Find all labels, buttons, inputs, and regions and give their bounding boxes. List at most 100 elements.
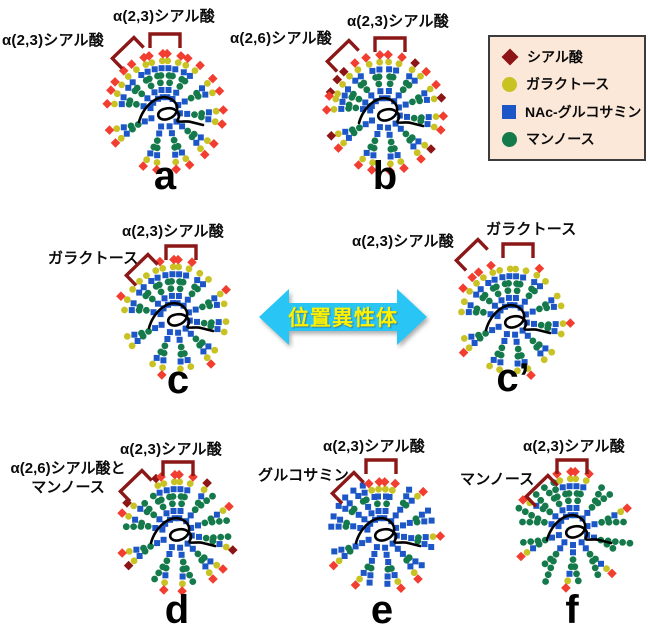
nac-glucosamine-unit: [345, 86, 351, 93]
bracket-f-top: [555, 458, 589, 474]
galactose-unit: [339, 81, 346, 88]
mannose-unit: [356, 124, 363, 132]
mannose-unit: [612, 518, 620, 526]
mannose-unit: [166, 79, 173, 87]
nac-glucosamine-unit: [367, 572, 374, 579]
mannose-unit: [552, 486, 559, 494]
nac-glucosamine-unit: [383, 551, 390, 558]
nac-glucosamine-unit: [153, 354, 160, 361]
nac-glucosamine-unit: [166, 329, 173, 336]
galactose-unit: [143, 272, 150, 279]
nac-glucosamine-unit: [140, 103, 147, 110]
nac-glucosamine-unit: [342, 505, 349, 512]
alpha23-sialic-acid-unit: [224, 501, 234, 512]
nac-glucosamine-unit: [154, 152, 161, 159]
sialic-acid-icon: [501, 48, 519, 66]
nac-glucosamine-unit: [185, 309, 192, 316]
mannose-unit: [481, 291, 489, 299]
nac-glucosamine-unit: [512, 295, 519, 301]
mannose-unit: [574, 497, 581, 505]
nac-glucosamine-unit: [494, 313, 501, 320]
nac-glucosamine-unit: [385, 124, 392, 131]
nac-glucosamine-unit: [198, 493, 205, 500]
galactose-unit: [394, 578, 402, 585]
mannose-unit: [409, 98, 416, 106]
nac-glucosamine-unit: [513, 273, 520, 280]
nac-glucosamine-unit: [148, 278, 155, 284]
nac-glucosamine-unit: [531, 320, 537, 327]
nac-glucosamine-unit: [173, 89, 180, 96]
alpha23-sialic-acid-unit: [102, 99, 112, 109]
nac-glucosamine-unit: [368, 92, 375, 99]
nac-glucosamine-unit: [352, 543, 359, 550]
nac-glucosamine-unit: [176, 271, 183, 278]
nac-glucosamine-unit: [598, 560, 604, 567]
galactose-unit: [219, 507, 227, 514]
mannose-unit: [198, 556, 206, 564]
galactose-unit: [346, 72, 353, 80]
galactose-unit: [169, 263, 177, 271]
nac-glucosamine-unit: [199, 85, 205, 92]
galactose-unit: [111, 100, 118, 108]
mannose-unit: [145, 505, 153, 513]
galactose-unit: [332, 95, 340, 103]
nac-glucosamine-unit: [566, 505, 573, 511]
nac-glucosamine-unit: [471, 340, 478, 346]
galactose-unit: [382, 485, 389, 493]
galactose-unit: [182, 155, 190, 163]
nac-glucosamine-unit: [425, 114, 432, 121]
mannose-unit: [498, 344, 506, 352]
mannose-unit: [367, 143, 375, 151]
bracket-c-prime-side: [453, 237, 489, 272]
nac-glucosamine-unit: [386, 131, 393, 138]
alpha23-sialic-acid-unit: [486, 260, 496, 271]
nac-glucosamine-unit: [187, 330, 194, 337]
galactose-unit: [523, 549, 531, 556]
galactose-unit: [154, 482, 162, 489]
galactose-unit: [548, 348, 556, 356]
alpha23-sialic-acid-unit: [110, 77, 120, 87]
galactose-unit: [542, 278, 549, 285]
mannose-unit: [547, 555, 554, 563]
legend-item-label: マンノース: [526, 131, 595, 148]
nac-glucosamine-unit: [412, 558, 419, 565]
nac-glucosamine-unit: [521, 359, 528, 366]
nac-glucosamine-unit: [331, 548, 338, 555]
nac-glucosamine-unit: [522, 311, 529, 318]
nac-glucosamine-unit: [566, 570, 573, 577]
mannose-unit: [527, 538, 535, 545]
galactose-unit: [213, 561, 221, 569]
mannose-unit: [209, 492, 216, 500]
mannose-unit: [201, 519, 209, 527]
nac-glucosamine-unit: [345, 134, 352, 141]
galactose-unit: [113, 125, 121, 133]
nac-glucosamine-unit: [200, 281, 206, 288]
glycan-structure-b: [321, 49, 449, 176]
nac-glucosamine-unit: [164, 336, 171, 342]
alpha23-sialic-acid-unit: [139, 52, 149, 63]
galactose-unit: [365, 61, 373, 68]
nac-glucosamine-unit: [371, 494, 378, 500]
mannose-unit: [403, 556, 411, 564]
nac-glucosamine-unit: [557, 545, 564, 552]
nac-glucosamine-unit: [120, 124, 127, 131]
alpha23-sialic-acid-unit: [361, 53, 371, 63]
nac-glucosamine-unit: [156, 130, 163, 137]
nac-glucosamine-unit: [136, 553, 143, 559]
mannose-unit: [143, 306, 150, 314]
galactose-unit: [514, 367, 521, 375]
nac-glucosamine-unit: [175, 293, 182, 299]
mannose-unit: [345, 544, 352, 552]
mannose-unit: [547, 564, 555, 572]
protein-core-squiggle: [354, 517, 422, 548]
alpha23-sialic-acid-unit: [534, 263, 545, 274]
label-d-top: α(2,3)シアル酸: [120, 441, 222, 458]
alpha23-sialic-acid-unit: [416, 154, 426, 164]
nac-glucosamine-unit: [160, 357, 167, 364]
mannose-unit: [389, 73, 397, 81]
nac-glucosamine-unit: [137, 505, 144, 512]
galactose-unit: [557, 330, 565, 338]
nac-glucosamine-unit: [125, 84, 132, 91]
mannose-unit: [348, 126, 356, 134]
nac-glucosamine-unit: [182, 325, 189, 332]
